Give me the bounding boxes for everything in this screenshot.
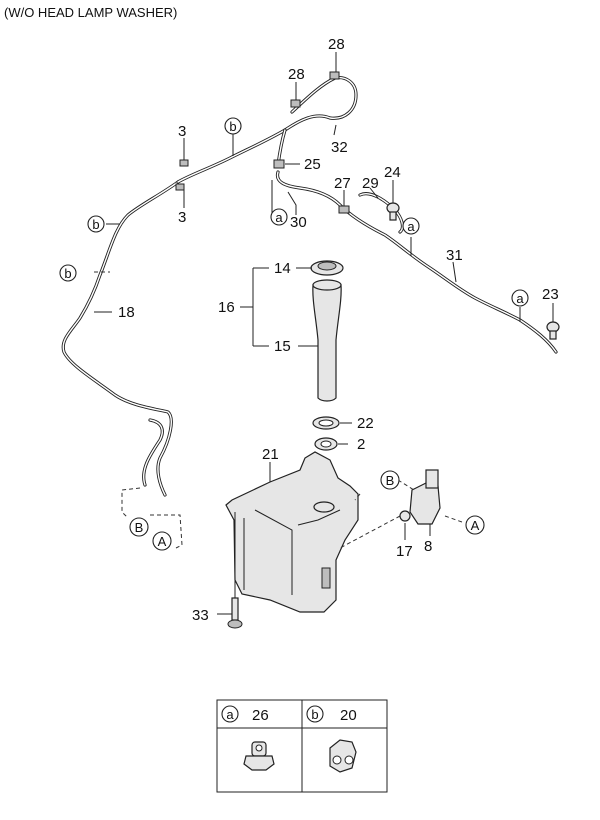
callout-27: 27 bbox=[334, 175, 351, 192]
callout-14: 14 bbox=[274, 260, 291, 277]
callout-30: 30 bbox=[290, 214, 307, 231]
callout-21: 21 bbox=[262, 446, 279, 463]
svg-text:b: b bbox=[64, 266, 71, 281]
callout-3-bottom: 3 bbox=[178, 209, 186, 226]
connector-b-1: b bbox=[224, 117, 242, 135]
filler-tube-15 bbox=[312, 279, 342, 402]
callout-8: 8 bbox=[424, 538, 432, 555]
clip-28-b bbox=[329, 71, 340, 80]
callout-31: 31 bbox=[446, 247, 463, 264]
connector-a-1: a bbox=[270, 208, 288, 226]
callout-32: 32 bbox=[331, 139, 348, 156]
callout-24: 24 bbox=[384, 164, 401, 181]
svg-text:b: b bbox=[229, 119, 236, 134]
legend-part-26: 26 bbox=[252, 707, 269, 724]
svg-text:b: b bbox=[311, 707, 318, 722]
connector-27 bbox=[338, 205, 350, 214]
callout-17: 17 bbox=[396, 543, 413, 560]
nozzle-24 bbox=[386, 202, 400, 221]
svg-text:b: b bbox=[92, 217, 99, 232]
svg-text:B: B bbox=[135, 520, 144, 535]
clip-3-top bbox=[179, 159, 189, 167]
callout-33: 33 bbox=[192, 607, 209, 624]
callout-2: 2 bbox=[357, 436, 365, 453]
connector-b-3: b bbox=[59, 264, 77, 282]
connector-a-3: a bbox=[511, 289, 529, 307]
svg-text:a: a bbox=[407, 219, 415, 234]
clip-3-bottom bbox=[175, 183, 185, 191]
filler-cap-14 bbox=[310, 260, 344, 276]
callout-22: 22 bbox=[357, 415, 374, 432]
bolt-33 bbox=[227, 597, 243, 629]
callout-16: 16 bbox=[218, 299, 235, 316]
connector-a-2: a bbox=[402, 217, 420, 235]
callout-15: 15 bbox=[274, 338, 291, 355]
diagram-title: (W/O HEAD LAMP WASHER) bbox=[4, 5, 177, 20]
washer-motor-8 bbox=[409, 469, 441, 525]
callout-29: 29 bbox=[362, 175, 379, 192]
svg-text:A: A bbox=[158, 534, 167, 549]
washer-reservoir bbox=[225, 451, 359, 613]
clip-28-a bbox=[290, 99, 301, 108]
callout-3-top: 3 bbox=[178, 123, 186, 140]
connector-A-right: A bbox=[465, 515, 485, 535]
hose-18 bbox=[61, 128, 287, 497]
clip-20-illustration bbox=[329, 739, 357, 773]
svg-text:A: A bbox=[471, 518, 480, 533]
connector-25 bbox=[273, 159, 285, 169]
svg-text:a: a bbox=[226, 707, 234, 722]
callout-28: 28 bbox=[288, 66, 305, 83]
clip-26-illustration bbox=[243, 741, 275, 771]
callout-18: 18 bbox=[118, 304, 135, 321]
callout-23: 23 bbox=[542, 286, 559, 303]
callout-28-top: 28 bbox=[328, 36, 345, 53]
svg-text:a: a bbox=[516, 291, 524, 306]
legend-table: a 26 b 20 bbox=[216, 699, 388, 793]
guide-motor bbox=[339, 515, 401, 549]
svg-text:a: a bbox=[275, 210, 283, 225]
callout-25: 25 bbox=[304, 156, 321, 173]
legend-key-b: b bbox=[306, 705, 324, 723]
connector-B-right: B bbox=[380, 470, 400, 490]
connector-B-left: B bbox=[129, 517, 149, 537]
legend-part-20: 20 bbox=[340, 707, 357, 724]
connector-b-2: b bbox=[87, 215, 105, 233]
legend-key-a: a bbox=[221, 705, 239, 723]
grommet-17 bbox=[399, 510, 411, 522]
svg-text:B: B bbox=[386, 473, 395, 488]
connector-A-left: A bbox=[152, 531, 172, 551]
nozzle-23 bbox=[546, 321, 560, 340]
